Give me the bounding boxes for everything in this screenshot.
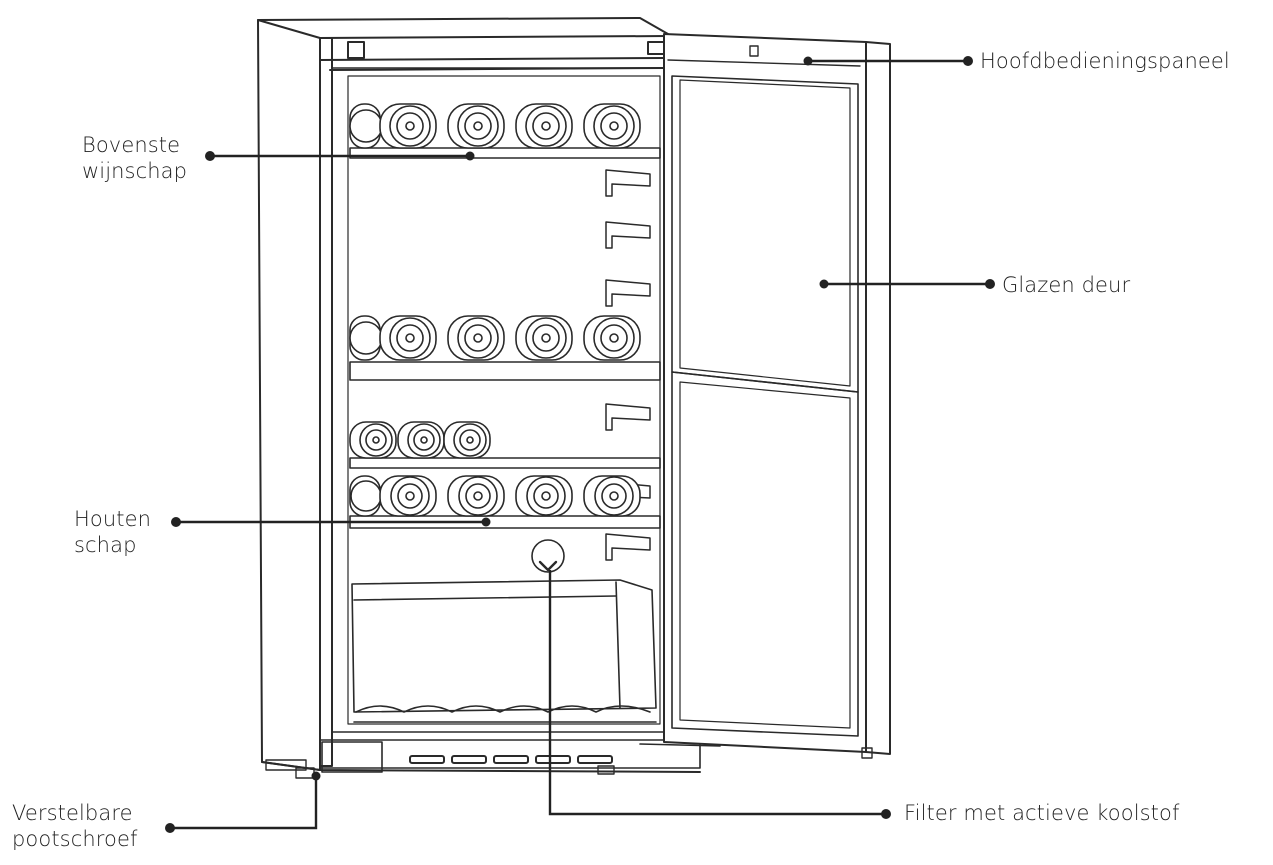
dot-wooden-shelf-end xyxy=(481,517,491,527)
label-wooden-shelf-line2: schap xyxy=(74,533,137,557)
dot-main-control-panel xyxy=(803,56,813,66)
dot-adjustable-foot xyxy=(311,771,321,781)
label-main-control-panel: Hoofdbedieningspaneel xyxy=(980,48,1230,74)
dot-adjustable-foot-end xyxy=(165,823,175,833)
label-carbon-filter-text: Filter met actieve koolstof xyxy=(904,801,1180,825)
label-carbon-filter: Filter met actieve koolstof xyxy=(904,800,1179,826)
bottles-upper-lower-row xyxy=(349,421,491,459)
bottles-lower-row xyxy=(349,475,641,517)
glass-door-drawing xyxy=(639,33,891,759)
leader-dots xyxy=(165,56,995,833)
label-top-wine-shelf-line1: Bovenste xyxy=(82,133,181,157)
bottles-middle-row xyxy=(349,315,641,361)
label-glass-door-text: Glazen deur xyxy=(1002,273,1131,297)
dot-main-control-panel-end xyxy=(963,56,973,66)
side-rack-rails xyxy=(605,169,651,561)
carbon-filter-unit xyxy=(531,539,565,573)
dot-wooden-shelf xyxy=(171,517,181,527)
dot-glass-door xyxy=(819,279,829,289)
dot-glass-door-end xyxy=(985,279,995,289)
wine-cooler-drawing xyxy=(257,17,891,779)
bottom-drawer xyxy=(351,579,657,723)
label-top-wine-shelf-line2: wijnschap xyxy=(82,159,188,183)
label-wooden-shelf-line1: Houten xyxy=(74,507,152,531)
label-main-control-panel-text: Hoofdbedieningspaneel xyxy=(980,49,1230,73)
label-adjustable-foot-line1: Verstelbare xyxy=(12,801,133,825)
leader-line-adjustable-foot xyxy=(170,776,318,830)
label-wooden-shelf: Houten schap xyxy=(74,506,151,558)
cabinet-body xyxy=(257,17,701,779)
label-top-wine-shelf: Bovenste wijnschap xyxy=(82,132,187,184)
label-adjustable-foot-line2: pootschroef xyxy=(12,827,138,851)
dot-carbon-filter xyxy=(881,809,891,819)
label-glass-door: Glazen deur xyxy=(1002,272,1130,298)
label-adjustable-foot: Verstelbare pootschroef xyxy=(12,800,138,852)
bottles-top-row xyxy=(349,103,641,149)
leader-lines xyxy=(170,59,990,830)
dot-top-wine-shelf-end xyxy=(465,151,475,161)
leader-line-carbon-filter xyxy=(548,570,886,816)
dot-top-wine-shelf xyxy=(205,151,215,161)
